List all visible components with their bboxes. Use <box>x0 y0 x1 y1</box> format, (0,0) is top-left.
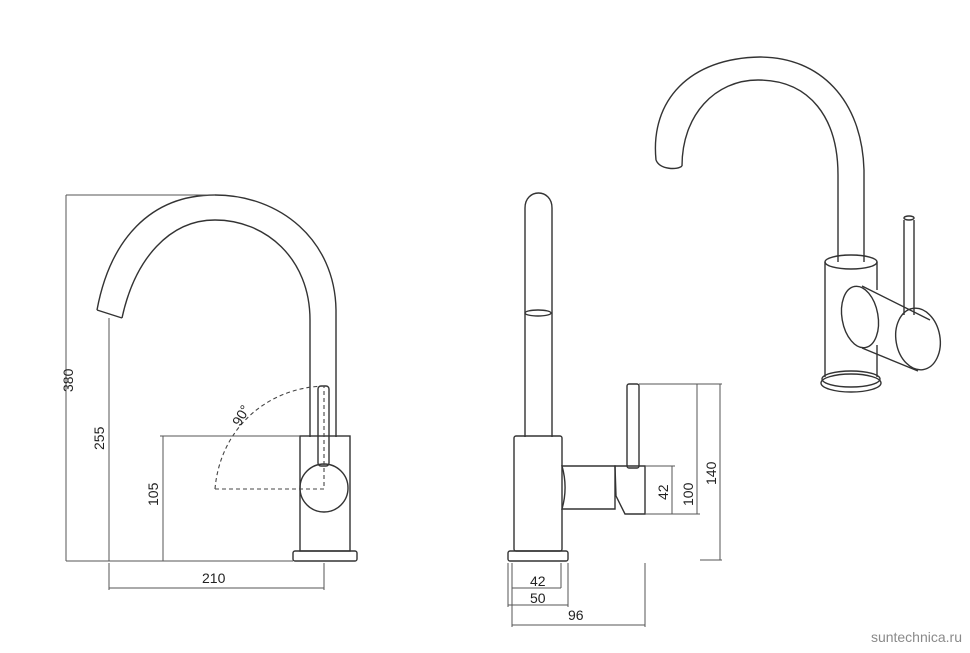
spout-tip <box>96 309 123 319</box>
rotation-label: 90° <box>229 402 253 428</box>
side-handle-cap <box>614 465 646 515</box>
watermark: suntechnica.ru <box>870 629 962 645</box>
iso-handle-cap <box>894 307 942 371</box>
iso-lever <box>903 220 915 315</box>
base <box>292 550 358 562</box>
dim-255-label: 255 <box>91 426 107 450</box>
side-handle <box>561 465 616 510</box>
iso-spout-inner <box>681 79 839 262</box>
iso-spout-outer <box>654 56 865 262</box>
iso-base <box>821 370 881 388</box>
body <box>299 435 351 552</box>
side-view: 42 100 140 42 50 96 <box>507 192 722 627</box>
side-body <box>513 435 563 552</box>
spout-outer <box>96 194 337 437</box>
dim-380-label: 380 <box>60 368 76 392</box>
dim-50-label: 50 <box>530 590 546 606</box>
side-lever <box>626 383 640 469</box>
side-spout <box>524 192 553 437</box>
dim-210-label: 210 <box>202 570 226 586</box>
dim-140-label: 140 <box>703 461 719 485</box>
dim-105-label: 105 <box>145 482 161 506</box>
spout-inner <box>121 219 311 437</box>
dim-42-right-label: 42 <box>655 484 671 500</box>
rotation-axes <box>215 386 325 490</box>
front-view: 90° 380 255 105 210 <box>60 194 358 590</box>
iso-view <box>654 56 942 393</box>
dim-100-label: 100 <box>680 482 696 506</box>
rotation-arc <box>214 385 325 490</box>
side-spout-ring <box>524 309 552 317</box>
dim-42-bottom-label: 42 <box>530 573 546 589</box>
side-base <box>507 550 569 562</box>
iso-spout-tip <box>655 159 683 170</box>
dim-96-label: 96 <box>568 607 584 623</box>
